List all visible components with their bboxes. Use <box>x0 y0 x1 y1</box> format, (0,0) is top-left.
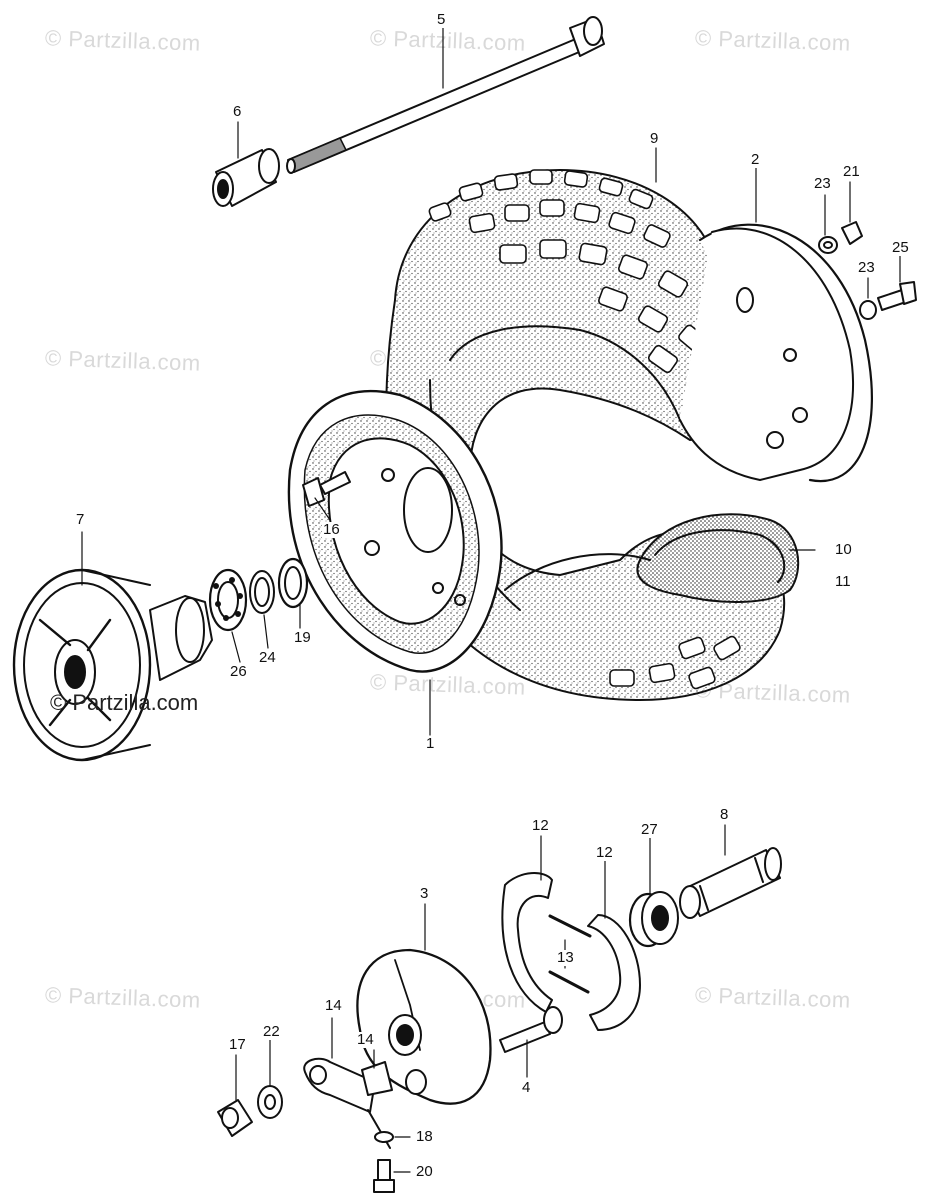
brake-arm <box>303 1057 393 1149</box>
callout-washer: 23 <box>857 259 876 276</box>
callout-axle: 5 <box>436 11 447 28</box>
rim-bolt <box>302 471 351 507</box>
callout-hub: 7 <box>75 511 86 528</box>
callout-seal: 19 <box>293 629 312 646</box>
callout-axle-nut: 17 <box>228 1036 247 1053</box>
callout-arm: 14 <box>324 997 343 1014</box>
callout-bolt: 25 <box>891 239 910 256</box>
inner-tube <box>504 513 800 603</box>
leader-lines <box>81 27 901 1173</box>
callout-shoe: 12 <box>531 817 550 834</box>
bearing <box>628 891 679 948</box>
callout-rim-bolt: 16 <box>322 521 341 538</box>
spacer-sleeve <box>679 847 782 919</box>
bearing-stack <box>208 557 309 632</box>
axle <box>286 16 605 174</box>
callout-brake-panel: 3 <box>419 885 430 902</box>
callout-sleeve: 8 <box>719 806 730 823</box>
axle-nut-and-washer <box>217 1085 283 1137</box>
callout-collar: 6 <box>232 103 243 120</box>
rim-inner-half <box>287 390 503 673</box>
callout-spring: 13 <box>556 949 575 966</box>
callout-bearing: 27 <box>640 821 659 838</box>
callout-axle-washer: 22 <box>262 1023 281 1040</box>
callout-ring: 24 <box>258 649 277 666</box>
rim-outer-half <box>679 223 873 483</box>
callout-rim-inner: 1 <box>425 735 436 752</box>
wheel-hub <box>12 568 213 762</box>
callout-shoe: 12 <box>595 844 614 861</box>
brake-shoes <box>501 872 641 1031</box>
callout-anchor-pin: 4 <box>521 1079 532 1096</box>
callout-washer: 18 <box>415 1128 434 1145</box>
axle-collar <box>212 148 280 207</box>
washer-and-nut <box>818 221 917 320</box>
callout-washer: 23 <box>813 175 832 192</box>
washer-and-bolt <box>373 1131 395 1193</box>
callout-bearing: 26 <box>229 663 248 680</box>
callout-tube-alt: 11 <box>834 573 852 590</box>
anchor-pin <box>499 1006 563 1053</box>
callout-tire: 9 <box>649 130 660 147</box>
callout-rim-outer: 2 <box>750 151 761 168</box>
callout-nut: 21 <box>842 163 861 180</box>
brake-panel <box>356 948 492 1105</box>
callout-tube: 10 <box>834 541 853 558</box>
callout-bolt: 20 <box>415 1163 434 1180</box>
callout-arm: 14 <box>356 1031 375 1048</box>
watermark: © Partzilla.com <box>50 690 199 715</box>
